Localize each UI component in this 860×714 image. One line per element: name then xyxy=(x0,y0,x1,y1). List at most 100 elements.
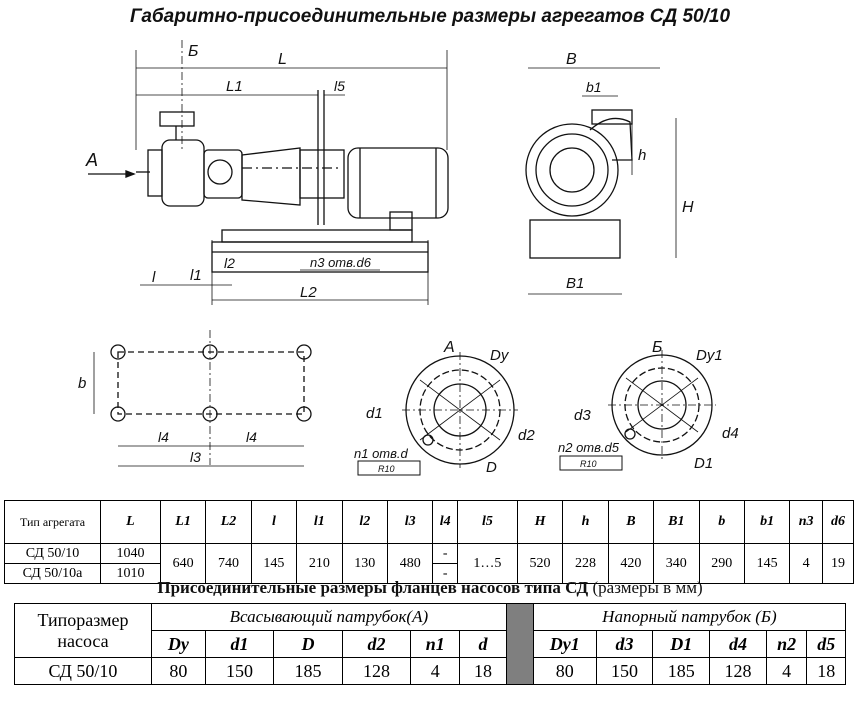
col-symbol: D xyxy=(273,630,343,658)
dim-l: l xyxy=(152,269,156,286)
dim-n3: n3 отв.d6 xyxy=(310,255,372,270)
dim-l4-left: l4 xyxy=(158,429,169,445)
col-header: L xyxy=(100,500,161,544)
dim-d3: d3 xyxy=(574,407,591,424)
col-header: l1 xyxy=(296,500,343,544)
dim-Dy: Dy xyxy=(490,347,510,364)
base-plan: b l4 l4 l3 xyxy=(78,330,312,467)
flange-table-title: Присоединительные размеры фланцев насосо… xyxy=(0,578,860,598)
cell-l3: 480 xyxy=(386,543,434,584)
col-symbol: d xyxy=(459,630,507,658)
flange-title-bold: Присоединительные размеры фланцев насосо… xyxy=(157,578,589,597)
dim-l3: l3 xyxy=(190,449,201,465)
group-header-row: Типоразмер насоса Всасывающий патрубок(А… xyxy=(14,603,847,685)
dim-Dy1: Dy1 xyxy=(696,347,723,364)
cell-L2: 740 xyxy=(205,543,252,584)
dim-d4: d4 xyxy=(722,425,739,442)
view-B-title: Б xyxy=(652,339,662,356)
cell-B1: 340 xyxy=(653,543,700,584)
cell-b1: 145 xyxy=(743,543,791,584)
dim-l1: l1 xyxy=(190,267,202,284)
dim-n2: n2 отв.d5 xyxy=(558,440,620,455)
col-symbol: Dy xyxy=(151,630,206,658)
view-A-title: A xyxy=(443,339,455,356)
cell-value: 185 xyxy=(273,657,343,685)
cell-value: 4 xyxy=(765,657,808,685)
symbol-row: Dy d1 D d2 n1 d Dy1 d3 D1 d4 n2 d5 xyxy=(15,630,846,658)
col-header: l2 xyxy=(341,500,388,544)
technical-drawing: L L1 l5 Б A l l1 l2 n3 отв.d6 L2 B b1 h … xyxy=(78,40,739,476)
dim-d2: d2 xyxy=(518,427,535,444)
dim-L2: L2 xyxy=(300,284,317,301)
dim-b1: b1 xyxy=(586,79,602,95)
separator xyxy=(505,603,534,685)
cell-type: СД 50/10а xyxy=(4,563,101,584)
col-header: n3 xyxy=(789,500,823,544)
side-view: L L1 l5 Б A l l1 l2 n3 отв.d6 L2 xyxy=(85,40,449,305)
cell-l: 145 xyxy=(250,543,298,584)
col-symbol: Dy1 xyxy=(532,630,597,658)
dim-l5: l5 xyxy=(334,78,345,94)
dim-n1: n1 отв.d xyxy=(354,446,409,461)
col-header: Тип агрегата xyxy=(4,500,101,544)
col-symbol: d3 xyxy=(595,630,654,658)
dim-D1: D1 xyxy=(694,455,713,472)
table-header-row: Тип агрегата L L1 L2 l l1 l2 l3 l4 l5 H … xyxy=(4,500,855,544)
col-header: h xyxy=(562,500,609,544)
cell-l4: - xyxy=(432,543,458,564)
col-header: b1 xyxy=(743,500,791,544)
front-view: B b1 h H B1 xyxy=(525,51,694,295)
flange-view-a: A Dy d1 d2 n1 отв.d D R10 xyxy=(354,339,535,476)
dim-h: h xyxy=(638,147,646,164)
dim-b: b xyxy=(78,375,86,392)
cell-value: 128 xyxy=(341,657,412,685)
tolerance-frame-a: R10 xyxy=(378,464,395,474)
cell-value: 150 xyxy=(595,657,654,685)
cell-value: 128 xyxy=(709,657,767,685)
cell-d6: 19 xyxy=(821,543,855,584)
dim-B1: B1 xyxy=(566,275,584,292)
group-discharge: Напорный патрубок (Б) xyxy=(532,603,847,631)
cell-l5: 1…5 xyxy=(456,543,518,584)
col-header: B1 xyxy=(653,500,700,544)
col-symbol: n1 xyxy=(410,630,461,658)
col-header: l xyxy=(250,500,298,544)
cell-value: 185 xyxy=(652,657,711,685)
cell-value: 80 xyxy=(532,657,597,685)
cell-L1: 640 xyxy=(159,543,207,584)
flange-view-b: Б Dy1 d3 d4 n2 отв.d5 D1 R10 xyxy=(558,339,739,472)
view-mark-A: A xyxy=(85,150,98,170)
flange-title-rest: (размеры в мм) xyxy=(592,578,703,597)
col-symbol: d1 xyxy=(204,630,275,658)
cell-value: 4 xyxy=(410,657,461,685)
col-pump-size: Типоразмер насоса xyxy=(14,603,152,658)
dim-l4-right: l4 xyxy=(246,429,257,445)
col-header: L1 xyxy=(159,500,207,544)
cell-H: 520 xyxy=(516,543,564,584)
tolerance-frame-b: R10 xyxy=(580,459,597,469)
page-title: Габаритно-присоединительные размеры агре… xyxy=(129,6,731,27)
col-header: l5 xyxy=(456,500,518,544)
dim-l2: l2 xyxy=(224,255,235,271)
dim-L1: L1 xyxy=(226,78,243,95)
cell-value: 150 xyxy=(204,657,275,685)
view-mark-B: Б xyxy=(188,43,198,60)
cell-value: 80 xyxy=(151,657,206,685)
cell-type: СД 50/10 xyxy=(4,543,101,564)
dimensions-table: Тип агрегата L L1 L2 l l1 l2 l3 l4 l5 H … xyxy=(4,500,855,584)
flange-table: Типоразмер насоса Всасывающий патрубок(А… xyxy=(14,603,847,685)
cell-B: 420 xyxy=(607,543,655,584)
group-suction: Всасывающий патрубок(А) xyxy=(151,603,507,631)
cell-value: 18 xyxy=(806,657,846,685)
cell-l2: 130 xyxy=(341,543,388,584)
table-row: СД 50/10а 1010 - xyxy=(4,563,854,584)
table-row: СД 50/10 80 150 185 128 4 18 80 150 185 … xyxy=(14,657,846,685)
col-symbol: d2 xyxy=(341,630,412,658)
col-header: d6 xyxy=(821,500,855,544)
col-header: B xyxy=(607,500,655,544)
cell-L: 1040 xyxy=(100,543,161,564)
col-symbol: d5 xyxy=(806,630,846,658)
cell-value: 18 xyxy=(459,657,507,685)
col-header: L2 xyxy=(205,500,252,544)
cell-l4: - xyxy=(432,563,458,584)
